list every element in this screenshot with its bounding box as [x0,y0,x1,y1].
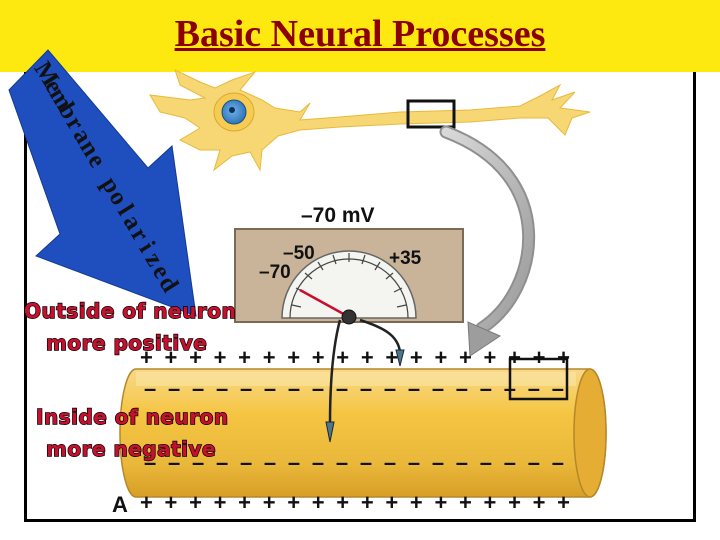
voltmeter-needle [299,288,350,319]
voltmeter-dial [281,250,417,319]
inner-electrode-wire [328,319,342,425]
polarized-arrow-icon [8,49,197,317]
inside-label-line2: more negative [46,437,216,461]
axon-sheen [136,372,576,386]
slide-frame [24,72,696,522]
needle-pivot [341,309,357,325]
neuron-zoom-box [406,99,456,129]
inside-label-line1: Inside of neuron [36,405,229,429]
dial-label-left: –70 [259,262,291,283]
nucleolus-icon [229,107,235,113]
slide-title: Basic Neural Processes [0,12,720,56]
dial-label-right: +35 [389,248,422,269]
zoom-arrowhead [467,321,502,357]
voltage-reading: –70 mV [301,204,375,227]
zoom-arrow-highlight [441,127,533,333]
outer-electrode-tip [395,349,405,367]
neuron-illustration [149,69,591,172]
outside-label-line2: more positive [46,331,207,355]
slide-title-text: Basic Neural Processes [174,13,546,55]
dial-ticks [291,253,407,308]
axon-end [573,368,607,498]
dial-label-mid: –50 [283,243,315,264]
outer-electrode-wire [359,318,402,353]
membrane-zoom-box [508,357,569,401]
title-banner [0,0,720,72]
inner-electrode-tip [325,421,335,443]
neuron-body [149,69,591,172]
outside-label-line1: Outside of neuron [24,299,236,323]
panel-letter: A [112,492,128,517]
